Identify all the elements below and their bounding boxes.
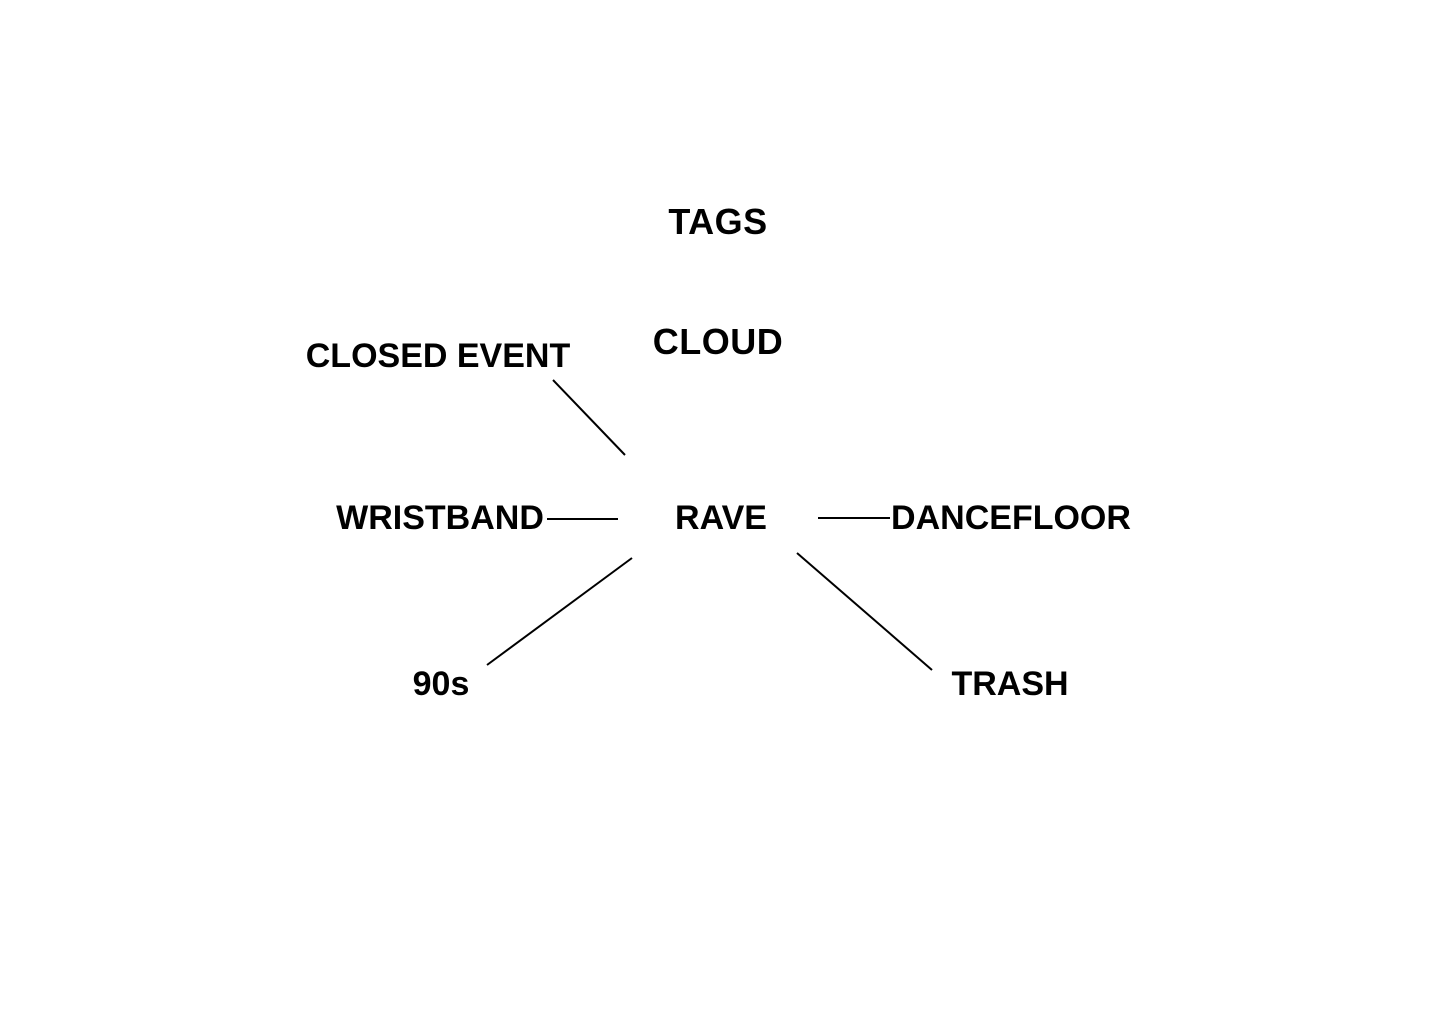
tag-node-trash: TRASH [951,665,1069,703]
tag-node-dancefloor: DANCEFLOOR [891,499,1131,537]
diagram-title-line1: TAGS [668,201,768,242]
tag-node-closed-event: CLOSED EVENT [305,337,571,375]
tag-node-90s: 90s [412,665,470,703]
diagram-title-line2: CLOUD [652,321,784,362]
diagram-title: TAGS CLOUD [0,122,1436,442]
edge-rave-90s [486,557,633,666]
tag-node-rave-center: RAVE [675,499,767,537]
edge-rave-trash [796,552,933,671]
tag-node-wristband: WRISTBAND [336,499,544,537]
